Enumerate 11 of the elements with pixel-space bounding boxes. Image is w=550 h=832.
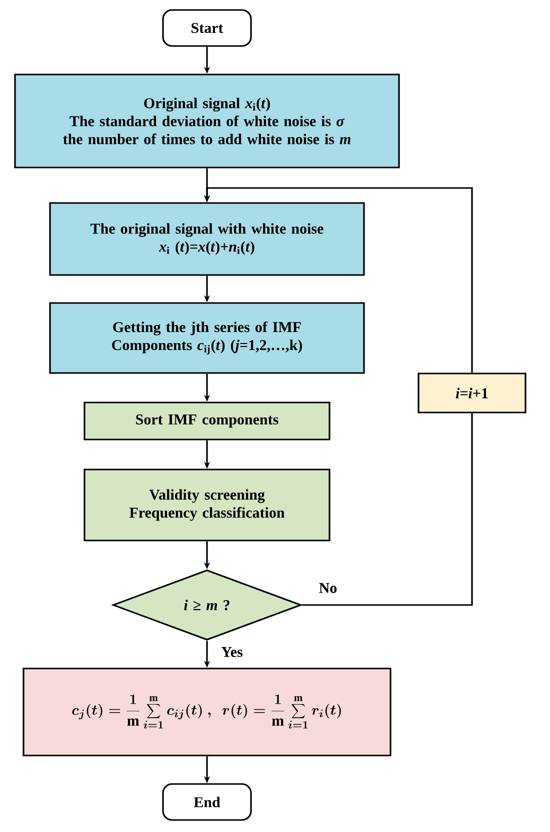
process-box: Validity screening Frequency classification xyxy=(84,468,330,542)
counter-box: i=i+1 xyxy=(418,372,526,414)
process-box: Original signal x$_{i}$(t) The standard deviation of white noise is σ the number of times to add white noise is m xyxy=(14,74,400,168)
process-box: Getting the jth series of IMF Components c$_{ij}$(t) (j=1,2,…,k) xyxy=(49,302,365,374)
edge-label: Yes xyxy=(220,646,244,658)
process-box: Sort IMF components xyxy=(84,402,330,440)
process-box: The original signal with white noise x$_{i}$ (t)=x(t)+n$_{i}$(t) xyxy=(49,202,365,276)
terminal-box: End xyxy=(162,783,252,821)
formula-box: $c_j(t)=\frac{1}{\mathrm{m}}\sum_{i=1}^{\mathrm{m}} c_{ij}(t)\ ,\ \ r(t)=\frac{1}{\mathrm{m}}\sum_{i=1}^{\mathrm{m}} r_i(t)$ xyxy=(22,668,392,756)
edge-label: No xyxy=(318,582,338,594)
terminal-box: Start xyxy=(162,9,252,47)
